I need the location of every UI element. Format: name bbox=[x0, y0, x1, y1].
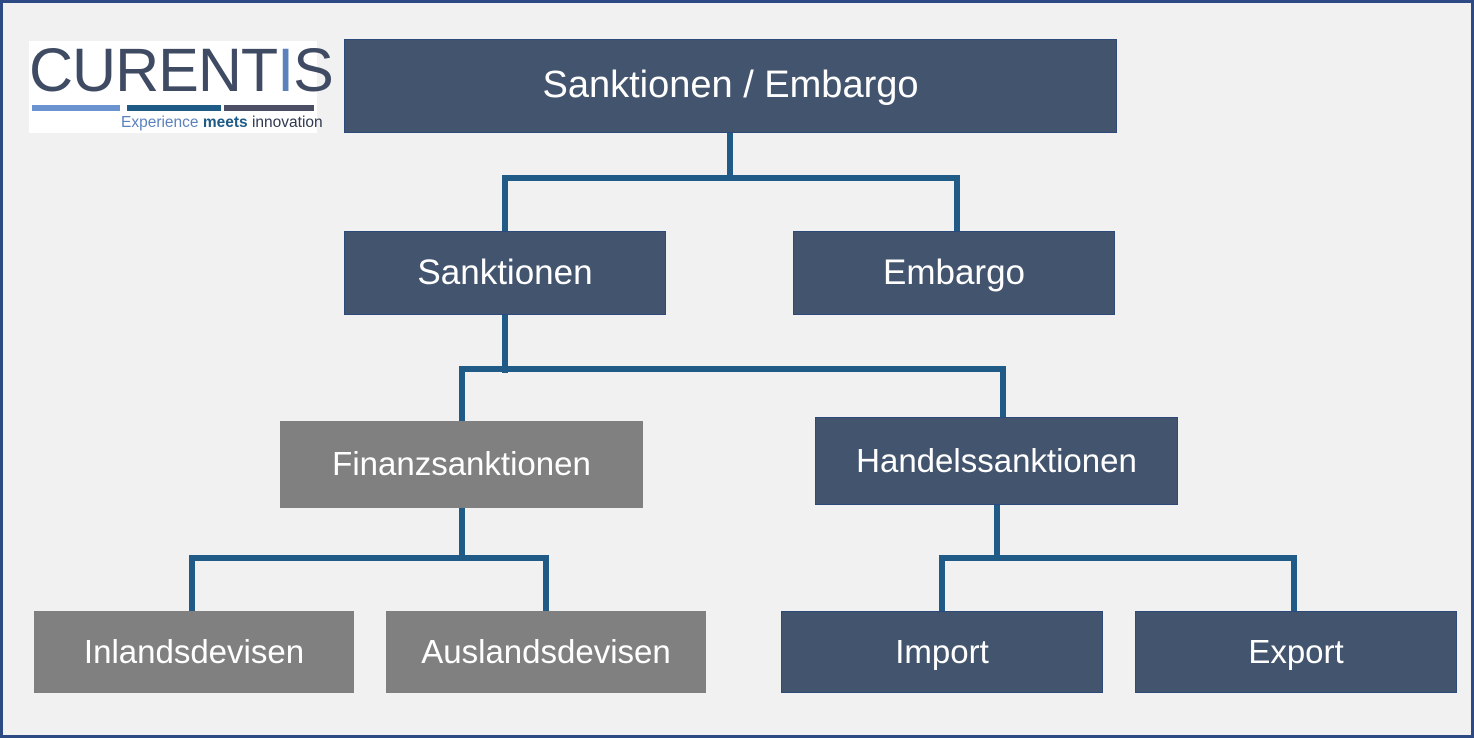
node-embargo[interactable]: Embargo bbox=[793, 231, 1115, 315]
node-auslandsdevisen[interactable]: Auslandsdevisen bbox=[386, 611, 706, 693]
logo-color-bars bbox=[32, 105, 314, 111]
connector-handel-horizontal bbox=[939, 555, 1297, 561]
node-handelssanktionen[interactable]: Handelssanktionen bbox=[815, 417, 1178, 505]
logo-tagline-part-3: innovation bbox=[251, 114, 323, 131]
logo-wordmark-part-3: S bbox=[293, 36, 334, 104]
node-label: Import bbox=[895, 632, 989, 670]
logo-wordmark-text: CURENTIS bbox=[29, 36, 334, 104]
connector-sanktionen-horizontal bbox=[459, 366, 1006, 372]
logo-tagline-part-2: meets bbox=[202, 114, 252, 131]
connector-finanz-stem bbox=[459, 506, 465, 561]
connector-root-stem bbox=[727, 131, 733, 181]
connector-root-horizontal bbox=[502, 175, 960, 181]
connector-root-to-sanktionen bbox=[502, 175, 508, 235]
logo-tagline: Experience meets innovation bbox=[121, 113, 323, 133]
node-export[interactable]: Export bbox=[1135, 611, 1457, 693]
connector-sanktionen-stem bbox=[502, 313, 508, 373]
node-label: Inlandsdevisen bbox=[83, 632, 305, 670]
node-inlandsdevisen[interactable]: Inlandsdevisen bbox=[34, 611, 354, 693]
node-label: Export bbox=[1248, 632, 1344, 670]
node-sanktionen-embargo[interactable]: Sanktionen / Embargo bbox=[344, 39, 1117, 133]
connector-finanz-horizontal bbox=[189, 555, 549, 561]
node-label: Embargo bbox=[882, 252, 1026, 292]
connector-root-to-embargo bbox=[954, 175, 960, 235]
node-label: Finanzsanktionen bbox=[332, 445, 591, 483]
node-import[interactable]: Import bbox=[781, 611, 1103, 693]
connector-finanz-to-inland bbox=[189, 555, 195, 613]
connector-sanktionen-to-finanz bbox=[459, 366, 465, 425]
node-label: Sanktionen / Embargo bbox=[542, 64, 919, 107]
connector-finanz-to-ausland bbox=[543, 555, 549, 613]
logo-bar-slate bbox=[224, 105, 314, 111]
connector-handel-to-export bbox=[1291, 555, 1297, 613]
logo-wordmark-part-2: I bbox=[277, 36, 294, 104]
logo-tagline-part-1: Experience bbox=[121, 114, 203, 131]
connector-handel-stem bbox=[994, 503, 1000, 561]
node-sanktionen[interactable]: Sanktionen bbox=[344, 231, 666, 315]
logo-wordmark-part-1: CURENT bbox=[29, 36, 278, 104]
logo-bar-blue-light bbox=[32, 105, 120, 111]
node-finanzsanktionen[interactable]: Finanzsanktionen bbox=[280, 421, 643, 508]
node-label: Auslandsdevisen bbox=[421, 632, 671, 670]
connector-sanktionen-to-handel bbox=[1000, 366, 1006, 421]
node-label: Sanktionen bbox=[417, 252, 593, 292]
connector-handel-to-import bbox=[939, 555, 945, 613]
curentis-logo: CURENTIS Experience meets innovation bbox=[29, 37, 334, 133]
logo-bar-blue-steel bbox=[127, 105, 221, 111]
node-label: Handelssanktionen bbox=[856, 441, 1137, 479]
